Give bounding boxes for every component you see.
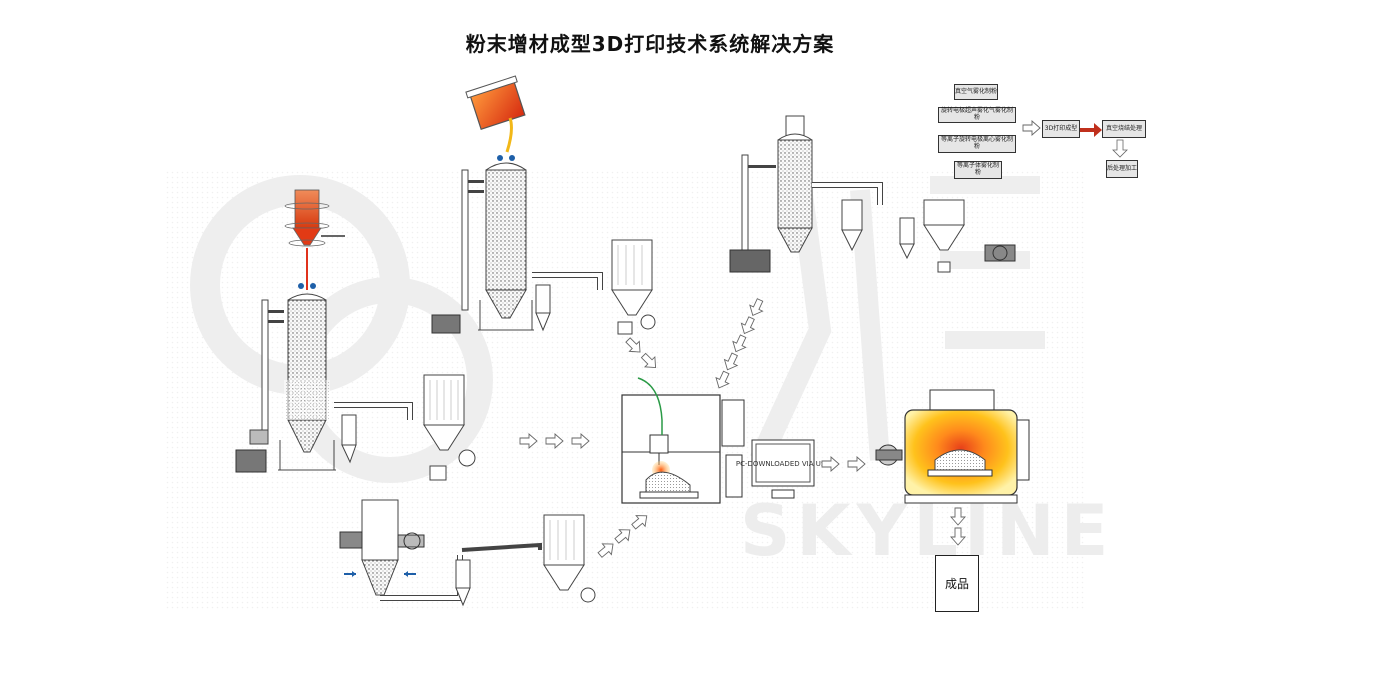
atomizer-unit-gas (729, 115, 1016, 273)
pc-monitor: PC-DOWNLOADED VIA USB (736, 439, 830, 499)
flow-box-vacuum-gas: 真空气雾化制粉 (954, 84, 998, 100)
flowchart-connectors (1022, 120, 1128, 158)
flow-box-plasma-electrode: 等离子旋转电极离心雾化制粉 (938, 135, 1016, 153)
atomizer-unit-rotating-electrode (339, 499, 596, 607)
3d-printer (621, 377, 745, 504)
flow-box-printing: 3D打印成型 (1042, 120, 1080, 138)
flow-box-plasma: 等离子体雾化制粉 (954, 161, 1002, 179)
flow-box-rotating-electrode: 旋转电极超声雾化气雾化制粉 (938, 107, 1016, 123)
watermark-text: SKYLINE (740, 490, 1114, 572)
sintering-furnace (875, 389, 1030, 504)
atomizer-unit-ladle (431, 75, 656, 335)
page-title: 粉末增材成型3D打印技术系统解决方案 (465, 32, 835, 56)
monitor-label: PC-DOWNLOADED VIA USB (736, 460, 830, 468)
flow-box-sintering: 真空烧结处理 (1102, 120, 1146, 138)
flow-box-finishing: 后处理加工 (1106, 160, 1138, 178)
finished-product-box: 成品 (935, 555, 979, 612)
atomizer-unit-vacuum (235, 189, 476, 481)
